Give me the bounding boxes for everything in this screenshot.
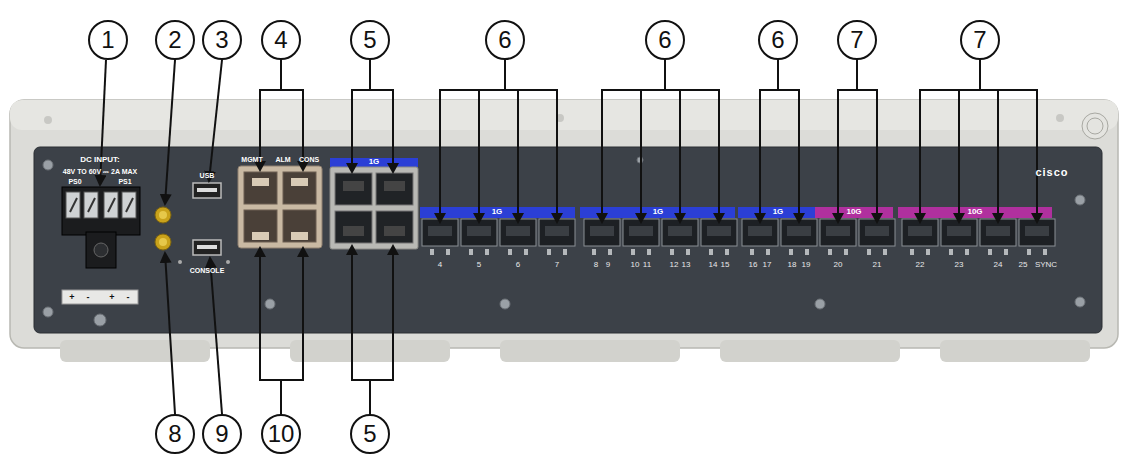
arrow-head xyxy=(346,244,358,255)
arrow-head xyxy=(387,163,399,174)
arrow-head xyxy=(992,213,1004,224)
port-number: 18 xyxy=(788,261,797,269)
callout-number: 9 xyxy=(202,414,242,454)
arrow-head xyxy=(674,213,686,224)
panel-label: MGMT xyxy=(241,156,262,163)
arrow-head xyxy=(635,213,647,224)
arrow-head xyxy=(754,213,766,224)
panel-label: 10G xyxy=(967,208,982,216)
panel-label: - xyxy=(127,293,130,302)
port-number: 5 xyxy=(477,261,481,269)
panel-label: PS1 xyxy=(118,178,131,185)
arrow-head xyxy=(953,213,965,224)
arrow-head xyxy=(1031,213,1043,224)
panel-label: 10G xyxy=(846,208,861,216)
arrow-head xyxy=(254,161,266,172)
arrow-head xyxy=(551,213,563,224)
port-number: 21 xyxy=(873,261,882,269)
port-number: 6 xyxy=(516,261,520,269)
panel-label: USB xyxy=(200,172,215,179)
port-number: 12 xyxy=(670,261,679,269)
callout-number: 5 xyxy=(350,414,390,454)
panel-label: ALM xyxy=(275,156,290,163)
port-number: 7 xyxy=(555,261,559,269)
panel-label: CONS xyxy=(299,156,319,163)
callout-number: 6 xyxy=(645,20,685,60)
arrow-head xyxy=(596,213,608,224)
panel-label: - xyxy=(87,293,90,302)
port-number: 22 xyxy=(916,261,925,269)
port-number: 8 xyxy=(594,261,598,269)
arrow-head xyxy=(434,213,446,224)
panel-label: DC INPUT: xyxy=(80,156,120,164)
port-number: 25 xyxy=(1019,261,1028,269)
port-number: 10 xyxy=(631,261,640,269)
panel-label: cisco xyxy=(1035,167,1068,178)
port-number: 13 xyxy=(682,261,691,269)
panel-label: PS0 xyxy=(68,178,81,185)
callout-number: 7 xyxy=(837,20,877,60)
callout-number: 4 xyxy=(261,20,301,60)
port-number: 15 xyxy=(721,261,730,269)
arrow-head xyxy=(473,213,485,224)
callout-number: 3 xyxy=(202,20,242,60)
port-number: 16 xyxy=(749,261,758,269)
panel-label: 1G xyxy=(492,208,503,216)
port-number: SYNC xyxy=(1035,261,1057,269)
port-number: 20 xyxy=(834,261,843,269)
port-number: 23 xyxy=(955,261,964,269)
arrow-head xyxy=(254,246,266,257)
arrow-head xyxy=(793,213,805,224)
arrow-head xyxy=(914,213,926,224)
port-number: 17 xyxy=(763,261,772,269)
port-number: 19 xyxy=(802,261,811,269)
arrow-head xyxy=(713,213,725,224)
port-number: 9 xyxy=(606,261,610,269)
arrow-head xyxy=(387,244,399,255)
callout-number: 1 xyxy=(88,20,128,60)
panel-label: 1G xyxy=(369,158,380,166)
callout-number: 10 xyxy=(261,414,301,454)
callout-number: 6 xyxy=(758,20,798,60)
callout-number: 8 xyxy=(155,414,195,454)
panel-label: 1G xyxy=(653,208,664,216)
arrow-head xyxy=(832,213,844,224)
arrow-head xyxy=(871,213,883,224)
panel-label: + xyxy=(109,293,114,302)
port-number: 24 xyxy=(994,261,1003,269)
panel-label: 1G xyxy=(773,208,784,216)
callout-number: 5 xyxy=(350,20,390,60)
panel-label: 48V TO 60V ⎓ 2A MAX xyxy=(63,168,137,175)
panel-label: CONSOLE xyxy=(190,267,225,274)
arrow-head xyxy=(512,213,524,224)
arrow-head xyxy=(297,246,309,257)
callout-number: 2 xyxy=(155,20,195,60)
port-number: 4 xyxy=(438,261,442,269)
callout-number: 7 xyxy=(960,20,1000,60)
port-number: 11 xyxy=(643,261,651,269)
panel-label: + xyxy=(69,293,74,302)
port-number: 14 xyxy=(709,261,718,269)
callout-number: 6 xyxy=(485,20,525,60)
arrow-head xyxy=(297,161,309,172)
arrow-head xyxy=(346,163,358,174)
